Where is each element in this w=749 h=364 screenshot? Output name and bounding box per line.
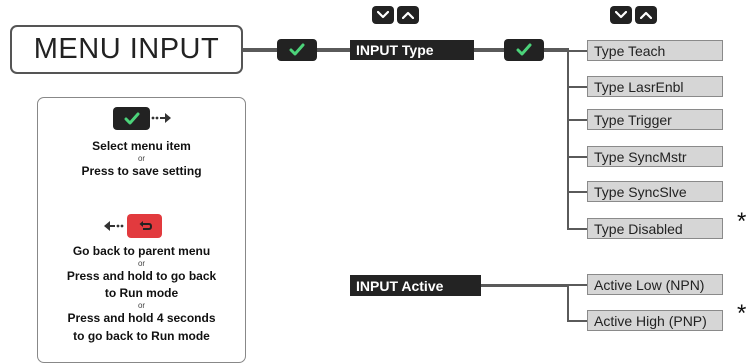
- legend-back-line4: Press and hold 4 seconds: [67, 311, 216, 325]
- legend-or: or: [137, 301, 146, 310]
- chevron-down-icon: [615, 11, 627, 19]
- select-key-sample: [113, 107, 150, 130]
- connector-active-to-options: [481, 284, 569, 287]
- arrow-left-icon: [104, 221, 124, 231]
- legend-or: or: [137, 154, 146, 163]
- option-type-trigger[interactable]: Type Trigger: [587, 109, 723, 130]
- menu-item-input-type[interactable]: INPUT Type: [350, 40, 474, 60]
- active-branch: [567, 320, 587, 322]
- check-icon: [516, 43, 532, 56]
- up-arrow-key[interactable]: [397, 6, 419, 24]
- connector-check-to-options: [544, 48, 569, 52]
- legend-panel: Select menu item or Press to save settin…: [37, 97, 246, 363]
- legend-select-line2: Press to save setting: [81, 164, 202, 178]
- chevron-up-icon: [640, 11, 652, 19]
- up-arrow-key[interactable]: [635, 6, 657, 24]
- arrow-right-icon: [151, 113, 171, 123]
- menu-item-input-active[interactable]: INPUT Active: [350, 275, 481, 296]
- type-branch: [567, 119, 587, 121]
- type-branch: [567, 156, 587, 158]
- default-marker: *: [737, 208, 747, 235]
- chevron-down-icon: [377, 11, 389, 19]
- check-icon: [124, 112, 139, 124]
- type-branch: [567, 191, 587, 193]
- select-key[interactable]: [277, 39, 317, 61]
- option-type-disabled[interactable]: Type Disabled: [587, 218, 723, 239]
- down-arrow-key[interactable]: [610, 6, 632, 24]
- type-branch: [567, 228, 587, 230]
- menu-title: MENU INPUT: [10, 25, 243, 74]
- option-active-low[interactable]: Active Low (NPN): [587, 274, 723, 295]
- chevron-up-icon: [402, 11, 414, 19]
- active-branch: [567, 284, 587, 286]
- down-arrow-key[interactable]: [372, 6, 394, 24]
- type-options-trunk: [567, 48, 569, 230]
- connector-type-to-check: [474, 48, 504, 52]
- legend-or: or: [137, 259, 146, 268]
- option-type-syncmstr[interactable]: Type SyncMstr: [587, 146, 723, 167]
- legend-back-line1: Go back to parent menu: [72, 244, 211, 258]
- connector-menu-to-check: [243, 48, 277, 52]
- option-type-teach[interactable]: Type Teach: [587, 40, 723, 61]
- option-active-high[interactable]: Active High (PNP): [587, 310, 723, 331]
- legend-back-line2: Press and hold to go back: [66, 269, 217, 283]
- option-type-lasrenbl[interactable]: Type LasrEnbl: [587, 76, 723, 97]
- type-branch: [567, 50, 587, 52]
- back-key-sample: [127, 214, 162, 238]
- type-branch: [567, 86, 587, 88]
- select-key[interactable]: [504, 39, 544, 61]
- active-options-trunk: [567, 284, 569, 322]
- check-icon: [289, 43, 305, 56]
- legend-back-line5: to go back to Run mode: [73, 329, 210, 343]
- default-marker: *: [737, 300, 747, 327]
- legend-select-line1: Select menu item: [92, 139, 191, 153]
- legend-back-line3: to Run mode: [104, 286, 179, 300]
- option-type-syncslve[interactable]: Type SyncSlve: [587, 181, 723, 202]
- connector-check-to-type: [317, 48, 350, 52]
- back-icon: [139, 221, 152, 230]
